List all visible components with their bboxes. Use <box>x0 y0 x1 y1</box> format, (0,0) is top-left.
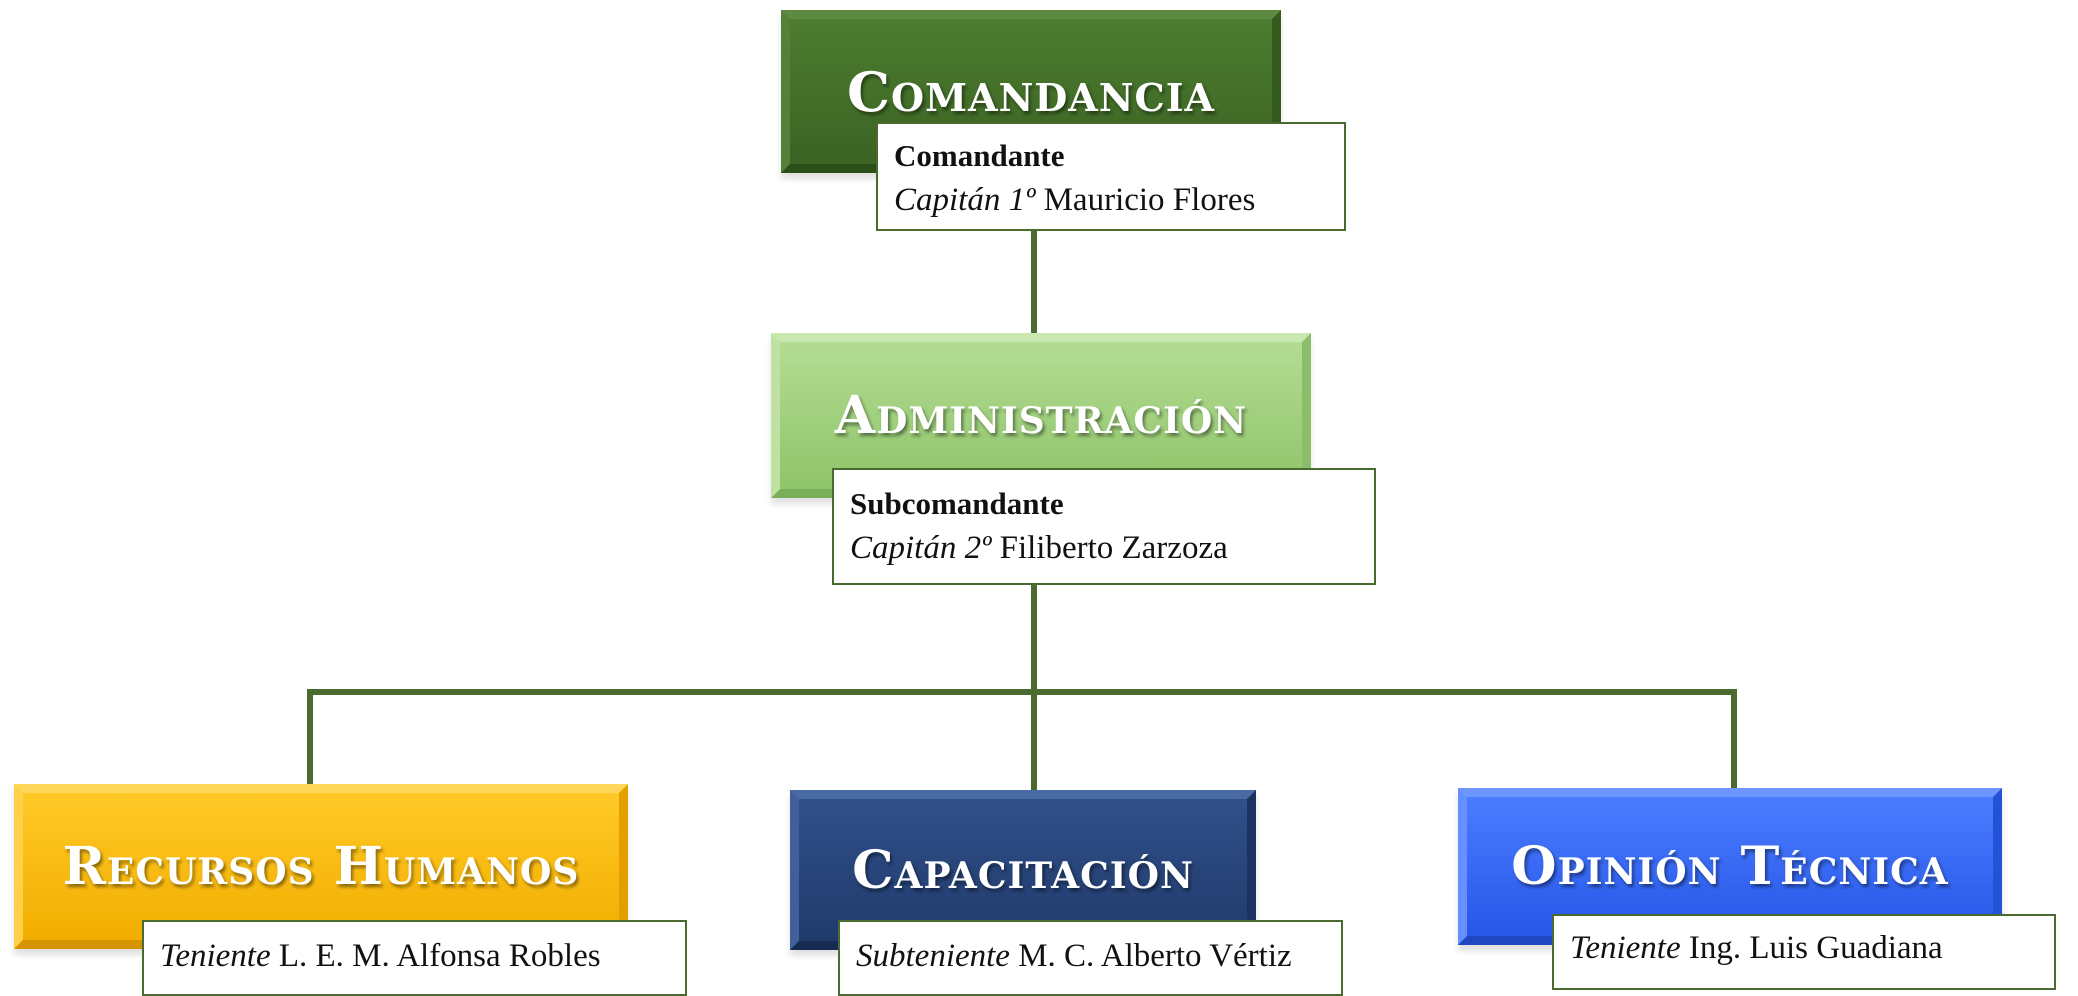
card-comandancia: Comandante Capitán 1º Mauricio Flores <box>876 122 1346 231</box>
capacitacion-person: Subteniente M. C. Alberto Vértiz <box>856 931 1341 981</box>
recursos-humanos-name: L. E. M. Alfonsa Robles <box>278 938 601 974</box>
opinion-tecnica-person: Teniente Ing. Luis Guadiana <box>1570 923 2054 973</box>
capacitacion-rank: Subteniente <box>856 938 1010 974</box>
administracion-role: Subcomandante <box>850 486 1064 521</box>
capacitacion-name: M. C. Alberto Vértiz <box>1018 938 1292 974</box>
recursos-humanos-person: Teniente L. E. M. Alfonsa Robles <box>160 931 685 981</box>
opinion-tecnica-rank: Teniente <box>1570 930 1681 966</box>
administracion-name: Filiberto Zarzoza <box>999 530 1228 566</box>
administracion-rank: Capitán 2º <box>850 530 992 566</box>
comandancia-name: Mauricio Flores <box>1043 182 1256 218</box>
comandancia-person: Capitán 1º Mauricio Flores <box>894 178 1344 222</box>
unit-recursos-humanos-title: Recursos Humanos <box>62 836 580 897</box>
comandancia-rank: Capitán 1º <box>894 182 1036 218</box>
card-recursos-humanos: Teniente L. E. M. Alfonsa Robles <box>142 920 687 996</box>
administracion-person: Capitán 2º Filiberto Zarzoza <box>850 526 1374 570</box>
unit-opinion-tecnica-title: Opinión Técnica <box>1511 836 1949 897</box>
comandancia-role: Comandante <box>894 138 1065 173</box>
card-capacitacion: Subteniente M. C. Alberto Vértiz <box>838 920 1343 996</box>
unit-comandancia-title: Comandancia <box>846 59 1216 124</box>
card-administracion: Subcomandante Capitán 2º Filiberto Zarzo… <box>832 468 1376 585</box>
opinion-tecnica-name: Ing. Luis Guadiana <box>1688 930 1943 966</box>
card-opinion-tecnica: Teniente Ing. Luis Guadiana <box>1552 914 2056 990</box>
unit-capacitacion-title: Capacitación <box>852 839 1194 901</box>
unit-administracion-title: Administración <box>834 385 1248 446</box>
recursos-humanos-rank: Teniente <box>160 938 271 974</box>
